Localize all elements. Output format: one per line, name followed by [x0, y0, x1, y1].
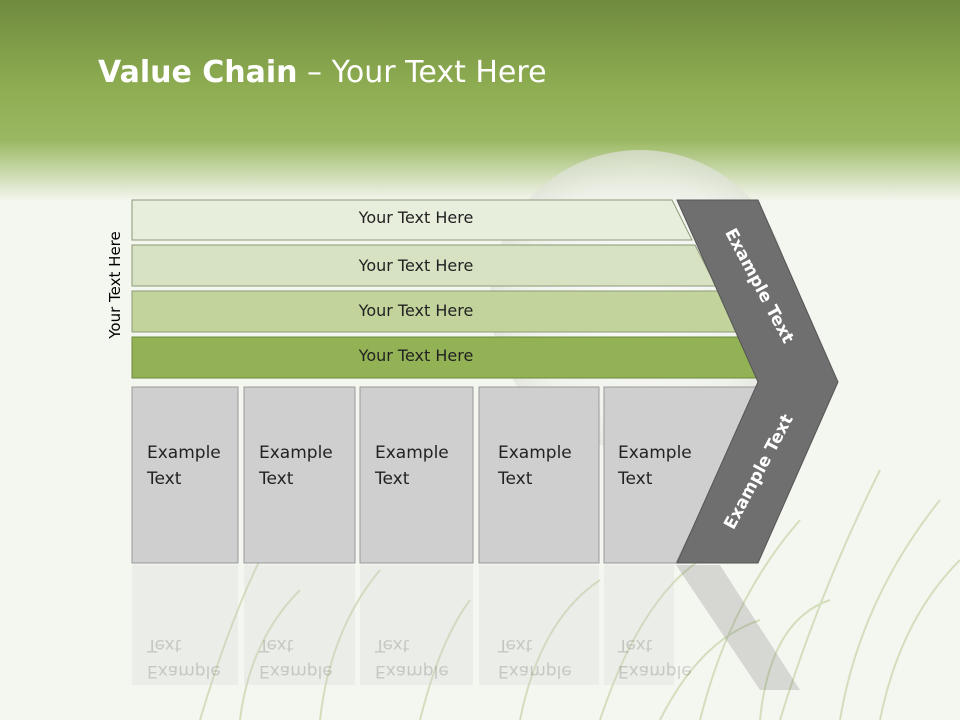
activity-text-1: Example Text: [147, 440, 221, 492]
activity-text-5-line2: Text: [618, 469, 653, 489]
activity-box-1: [131, 386, 239, 564]
activity-text-2: Example Text: [259, 440, 333, 492]
page-title: Value Chain – Your Text Here: [98, 55, 547, 90]
row-bar-1: [131, 199, 693, 241]
activity-text-2-line1: Example: [259, 443, 333, 463]
activity-text-2-line2: Text: [259, 469, 294, 489]
activity-text-5-line1: Example: [618, 443, 692, 463]
row-label-4: Your Text Here: [358, 346, 474, 365]
activity-text-1-line1: Example: [147, 443, 221, 463]
activity-text-4: Example Text: [498, 440, 572, 492]
activity-text-3-line1: Example: [375, 443, 449, 463]
activity-text-4-line2: Text: [498, 469, 533, 489]
row-label-2: Your Text Here: [358, 256, 474, 275]
row-label-3: Your Text Here: [358, 301, 474, 320]
activity-box-5: [603, 386, 761, 564]
title-bold: Value Chain: [98, 55, 298, 90]
activity-text-3-line2: Text: [375, 469, 410, 489]
activity-text-1-line2: Text: [147, 469, 182, 489]
activity-box-2: [243, 386, 356, 564]
activity-box-3: [359, 386, 474, 564]
activity-text-5: Example Text: [618, 440, 692, 492]
margin-chevron: [676, 199, 839, 564]
activity-text-4-line1: Example: [498, 443, 572, 463]
activity-box-4: [478, 386, 600, 564]
title-rest: – Your Text Here: [297, 55, 547, 90]
row-label-1: Your Text Here: [358, 208, 474, 227]
activity-text-3: Example Text: [375, 440, 449, 492]
